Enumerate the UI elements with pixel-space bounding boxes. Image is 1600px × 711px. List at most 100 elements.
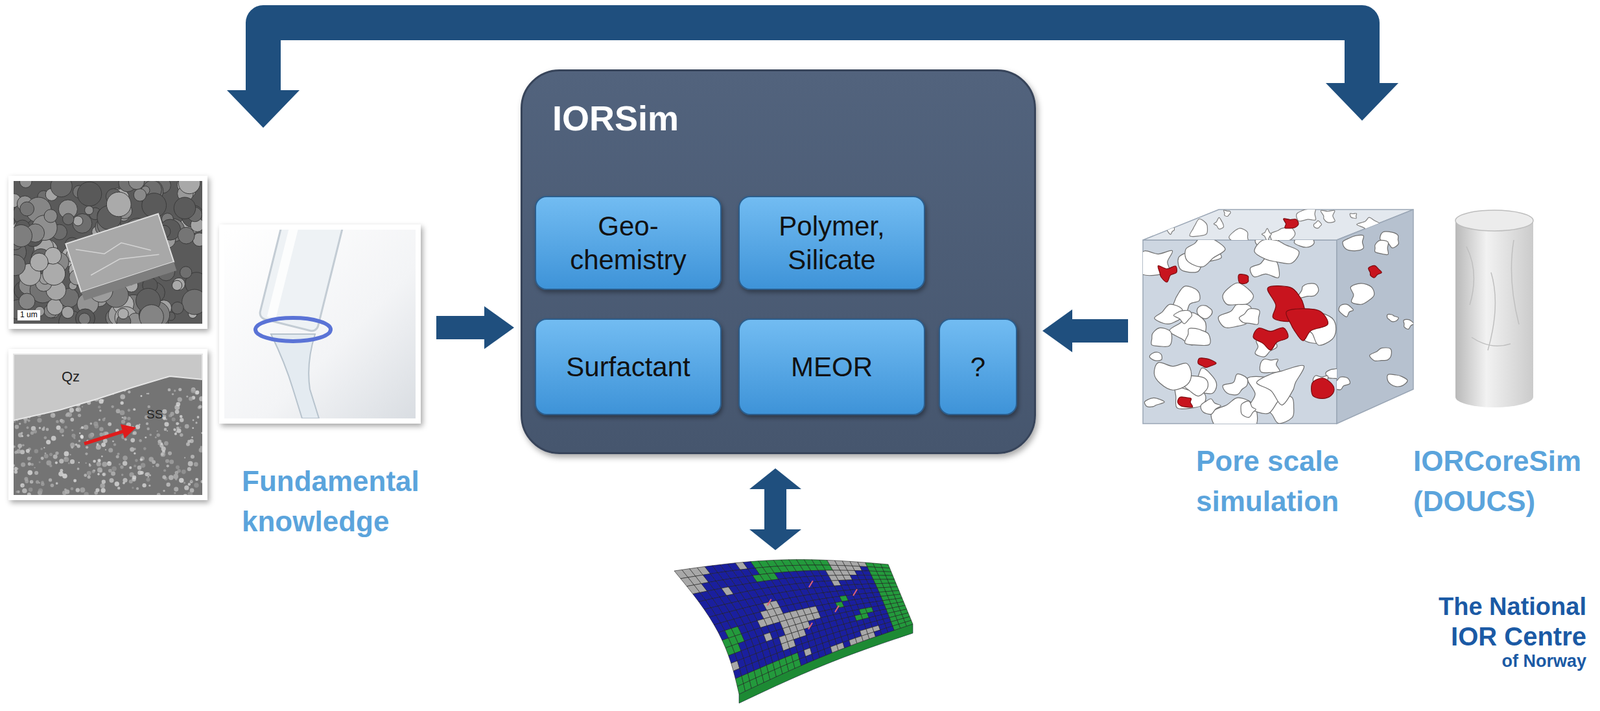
grain — [22, 443, 25, 447]
grain — [132, 407, 136, 411]
grain — [97, 458, 102, 463]
grain — [146, 471, 150, 476]
grid-cell — [890, 586, 900, 592]
grain — [165, 482, 170, 487]
grain — [70, 486, 74, 491]
pore — [1184, 328, 1211, 346]
pore — [1240, 400, 1256, 417]
sem-image — [13, 353, 203, 495]
grain — [166, 429, 168, 432]
grain — [133, 447, 137, 450]
well-mark — [808, 622, 813, 629]
grain — [40, 447, 43, 450]
grain — [146, 392, 148, 395]
grain — [78, 439, 81, 442]
grain — [113, 442, 117, 446]
grain — [84, 451, 88, 455]
grain — [165, 458, 170, 463]
grain — [59, 427, 65, 433]
pore-space — [1331, 231, 1414, 390]
grid-side — [739, 623, 913, 703]
pore-scale-panel: Pore scale simulation — [1134, 128, 1411, 524]
grain — [173, 197, 196, 219]
grain — [96, 442, 100, 446]
label-anchor: The National — [1438, 592, 1587, 622]
grain — [195, 390, 200, 395]
pore — [1166, 226, 1175, 235]
pore — [1403, 318, 1414, 329]
grain — [189, 479, 193, 482]
grain — [186, 442, 190, 447]
grain — [149, 433, 152, 437]
pore-block-front — [1142, 239, 1337, 424]
grain — [13, 466, 18, 471]
grain — [173, 389, 176, 392]
grain — [13, 444, 16, 448]
grain — [83, 424, 89, 430]
grain — [190, 454, 195, 459]
grain — [156, 429, 159, 432]
grain — [15, 490, 19, 493]
grain — [163, 468, 166, 472]
grain — [184, 484, 189, 490]
grain — [166, 464, 170, 467]
grain — [121, 473, 124, 476]
arrow-head — [484, 305, 515, 349]
grain — [75, 308, 95, 324]
grain — [162, 489, 165, 492]
core-sim-panel: IORCoreSim (DOUCS) — [1413, 194, 1595, 526]
pore — [1196, 305, 1212, 319]
grain — [140, 457, 143, 461]
core-top — [1455, 210, 1534, 231]
well-mark — [835, 605, 839, 612]
grain — [171, 301, 184, 314]
grain — [60, 419, 65, 424]
grain — [73, 215, 83, 226]
label-anchor: SS — [146, 407, 163, 422]
grain — [188, 460, 194, 467]
grain — [18, 293, 36, 310]
pore — [1283, 218, 1299, 229]
grain — [174, 432, 177, 436]
grain — [134, 458, 139, 462]
grain — [182, 494, 188, 495]
grain — [171, 417, 176, 422]
pore — [1189, 218, 1208, 236]
crystal-texture — [75, 224, 160, 279]
grain — [140, 455, 145, 461]
grain — [106, 460, 112, 466]
grain — [121, 419, 126, 424]
grain — [20, 482, 24, 487]
grain — [175, 409, 180, 414]
grain — [22, 488, 28, 494]
pore — [1229, 228, 1249, 244]
simulator-box: IORSimGeo- chemistryPolymer, SilicateSur… — [520, 69, 1036, 454]
grain — [182, 289, 203, 315]
grain — [152, 465, 154, 467]
pore — [1320, 210, 1335, 223]
pore — [1198, 357, 1217, 368]
grain — [175, 478, 177, 480]
grain — [193, 482, 200, 488]
pore-block-side — [1336, 209, 1414, 424]
grain — [43, 446, 45, 448]
grain — [160, 442, 163, 445]
grain — [101, 487, 106, 493]
grain — [25, 448, 30, 453]
grain — [138, 438, 142, 442]
grain — [112, 440, 115, 443]
grain — [108, 468, 113, 473]
grain — [132, 430, 137, 435]
grain — [141, 482, 146, 487]
grain — [132, 475, 137, 480]
grain — [63, 456, 69, 462]
knowledge-panel: Fundamental knowledge — [8, 135, 430, 538]
grain — [27, 419, 31, 423]
grain — [41, 427, 45, 431]
sem-image — [13, 180, 203, 324]
well-mark — [853, 588, 858, 596]
grain — [99, 409, 102, 412]
grain — [116, 454, 120, 458]
grain — [99, 432, 104, 437]
grain — [192, 418, 195, 421]
